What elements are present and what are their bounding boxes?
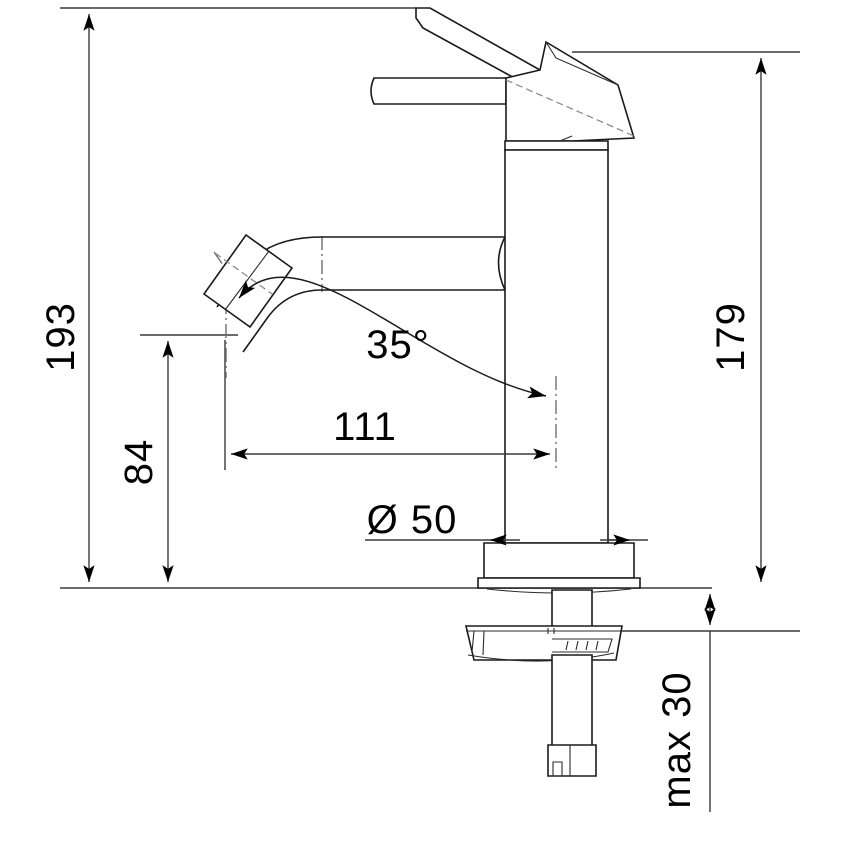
mounting-shank-lower: [551, 654, 593, 748]
aerator-outlet: [202, 233, 294, 329]
lever-handle-stub: [370, 77, 507, 105]
cartridge-collar: [504, 140, 609, 151]
dimension-label-max-30: max 30: [655, 671, 699, 808]
mounting-nut: [547, 744, 597, 777]
leader-curve-35-deg: [238, 276, 547, 399]
spout-body-fillet: [497, 236, 506, 291]
dimension-label-84: 84: [117, 439, 161, 486]
dimension-label-diameter-50: Ø 50: [367, 498, 458, 542]
washer-knurl-detail: [565, 640, 599, 651]
dimension-label-111: 111: [333, 405, 397, 449]
dimension-111: [231, 376, 557, 470]
washer-inner-recess: [552, 638, 613, 653]
washer-bottom-curve: [467, 652, 615, 662]
washer-left-ribs: [471, 630, 485, 656]
dimension-label-35-deg: 35°: [366, 323, 430, 367]
washer-tab-detail: [547, 628, 555, 634]
dimension-label-193: 193: [39, 302, 83, 372]
collar-detail: [559, 135, 573, 142]
dimension-35-deg: [238, 276, 547, 399]
body-column: [504, 149, 609, 544]
dimension-label-179: 179: [709, 302, 753, 372]
base-flange: [483, 542, 635, 579]
handle-cap-hidden-edge: [505, 79, 635, 137]
faucet-geometry: [202, 7, 641, 777]
nut-slot-detail: [552, 761, 563, 777]
handle-cap-notch: [545, 41, 619, 86]
base-flange-skirt: [477, 577, 641, 589]
handle-cap-body: [505, 40, 636, 142]
